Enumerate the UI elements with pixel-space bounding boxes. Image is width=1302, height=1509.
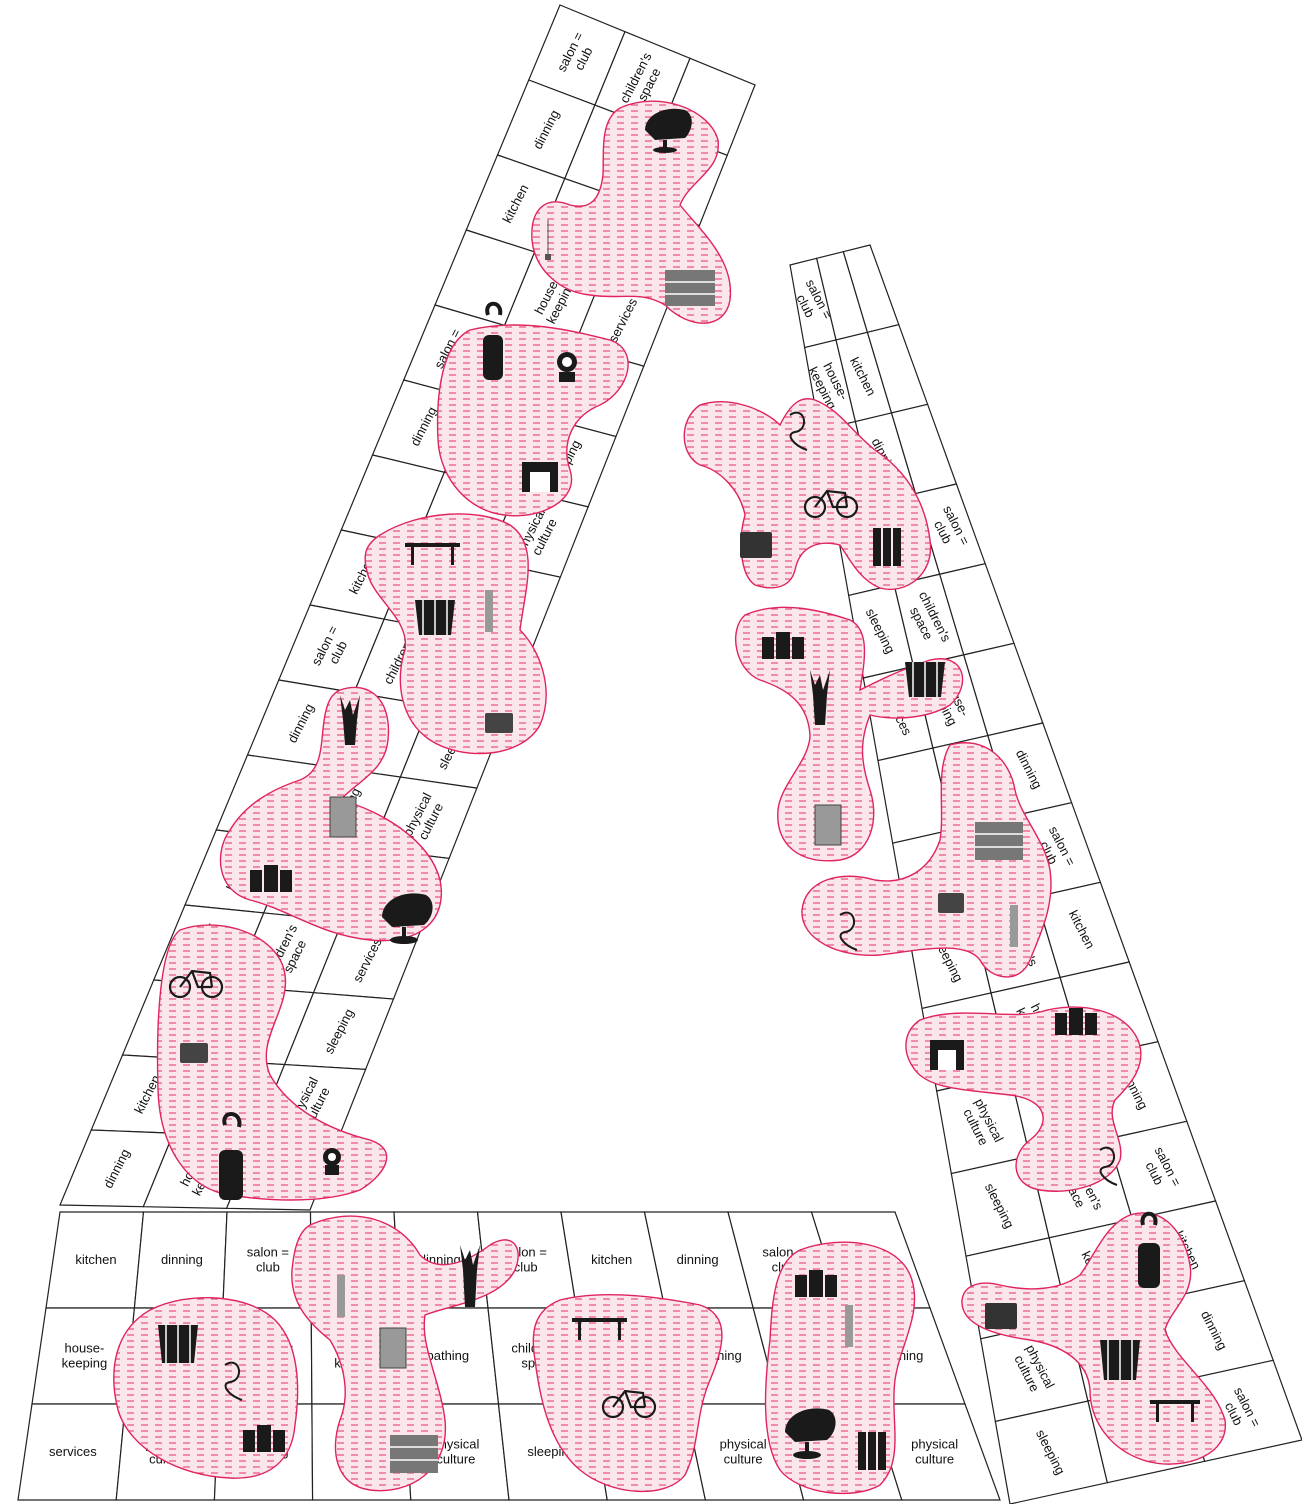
washtub-icon [415, 600, 455, 635]
fridge-icon [815, 805, 841, 845]
speakers-icon [873, 528, 901, 566]
zone-label: house-keeping [62, 1341, 108, 1371]
bookshelf-icon [975, 822, 1023, 860]
laptop-icon [938, 893, 964, 913]
knife-icon [845, 1305, 853, 1347]
knife-icon [1010, 905, 1018, 947]
fridge-icon [380, 1328, 406, 1368]
zone-label: bathing [426, 1348, 469, 1363]
zone-blob [766, 1242, 915, 1493]
knife-icon [337, 1275, 345, 1317]
washtub-icon [905, 662, 945, 697]
laptop-icon [740, 532, 772, 558]
washtub-icon [1100, 1340, 1140, 1380]
knife-icon [485, 590, 493, 632]
fridge-icon [330, 797, 356, 837]
zone-label: kitchen [591, 1252, 632, 1267]
bookshelf-icon [665, 270, 715, 306]
laptop-icon [485, 713, 513, 733]
fireplace-icon [930, 1040, 964, 1070]
zone-label: kitchen [75, 1252, 116, 1267]
zone-label: services [49, 1444, 97, 1459]
speakers-icon [858, 1432, 886, 1470]
laptop-icon [180, 1043, 208, 1063]
clock-icon [323, 1148, 341, 1175]
clock-icon [557, 352, 577, 382]
fireplace-icon [522, 462, 558, 492]
laptop-icon [985, 1303, 1017, 1329]
zone-label: dinning [677, 1252, 719, 1267]
zone-label: dinning [161, 1252, 203, 1267]
washtub-icon [158, 1325, 198, 1363]
bookshelf-icon [390, 1435, 438, 1473]
